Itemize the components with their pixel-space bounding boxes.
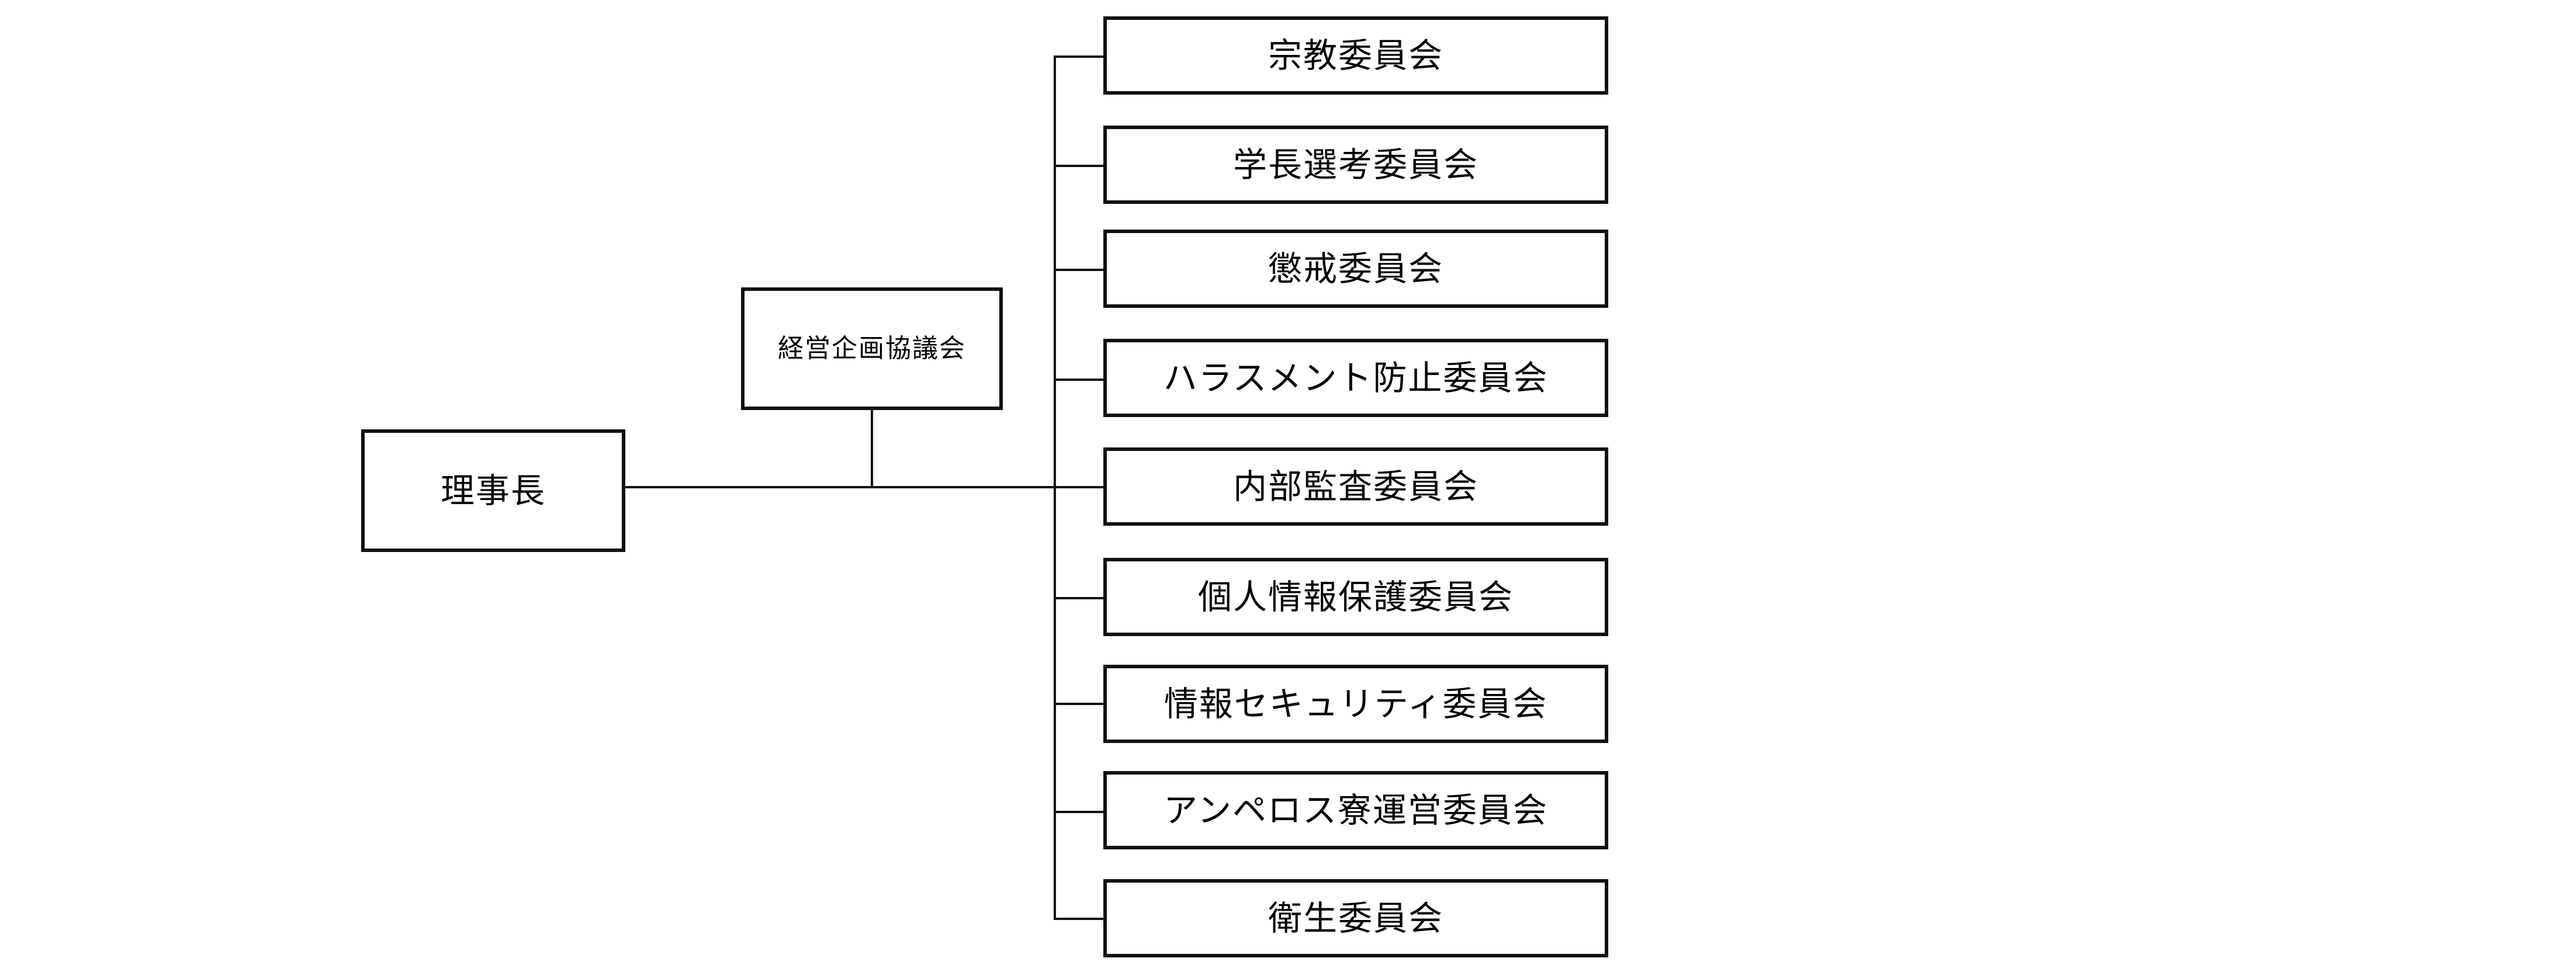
committee-node: ハラスメント防止委員会 [1103, 339, 1608, 417]
committee-label: ハラスメント防止委員会 [1163, 358, 1549, 398]
committee-node: 情報セキュリティ委員会 [1103, 665, 1608, 743]
committee-label: 学長選考委員会 [1232, 145, 1479, 185]
committee-node: 学長選考委員会 [1103, 126, 1608, 204]
branch-connector-1 [1054, 55, 1105, 58]
committee-label: アンペロス寮運営委員会 [1164, 790, 1548, 830]
advisory-node-label: 経営企画協議会 [778, 334, 966, 363]
root-node: 理事長 [361, 429, 625, 552]
committee-label: 宗教委員会 [1268, 36, 1443, 75]
committee-label: 個人情報保護委員会 [1197, 577, 1514, 617]
committee-node: 衛生委員会 [1103, 879, 1608, 957]
branch-connector-2 [1054, 165, 1105, 167]
committee-label: 懲戒委員会 [1268, 249, 1443, 289]
branch-connector-8 [1054, 811, 1105, 813]
committee-node: 内部監査委員会 [1103, 447, 1608, 526]
root-to-spine-connector [625, 486, 1055, 488]
branch-connector-7 [1054, 703, 1105, 705]
committee-node: 懲戒委員会 [1103, 230, 1608, 308]
branch-connector-4 [1054, 379, 1105, 381]
committee-label: 情報セキュリティ委員会 [1164, 684, 1548, 724]
branch-connector-9 [1054, 918, 1105, 920]
committee-label: 内部監査委員会 [1232, 467, 1479, 506]
advisory-node: 経営企画協議会 [741, 287, 1003, 410]
advisory-vertical-connector [871, 409, 873, 487]
committee-node: アンペロス寮運営委員会 [1103, 771, 1608, 849]
committee-node: 個人情報保護委員会 [1103, 558, 1608, 636]
branch-connector-3 [1054, 269, 1105, 271]
branch-connector-6 [1054, 597, 1105, 599]
root-node-label: 理事長 [440, 471, 546, 511]
committee-label: 衛生委員会 [1268, 898, 1443, 938]
branch-connector-5 [1054, 486, 1105, 488]
committee-node: 宗教委員会 [1103, 16, 1608, 95]
